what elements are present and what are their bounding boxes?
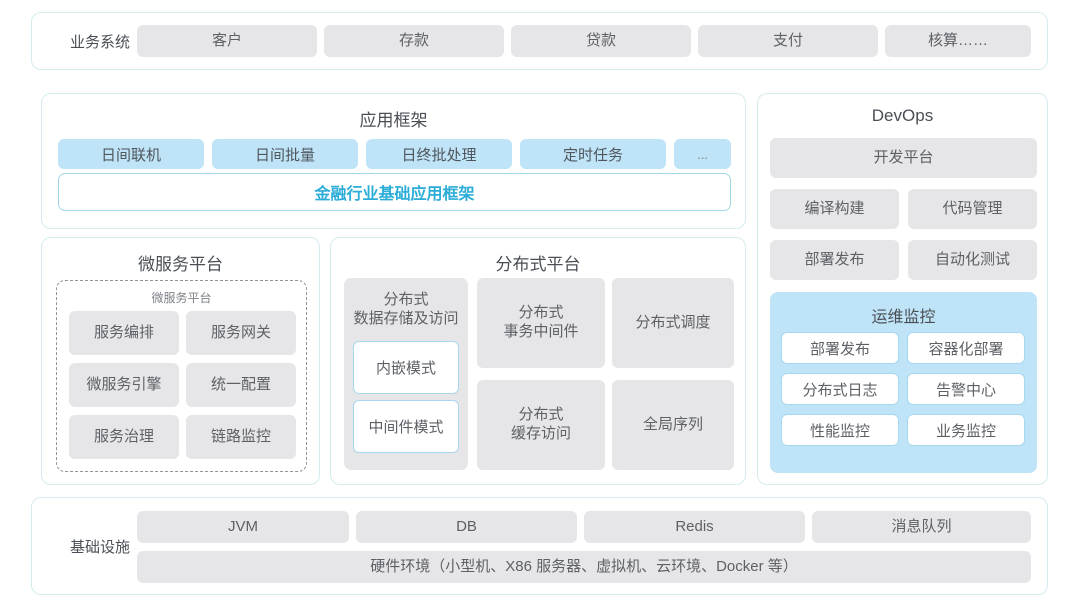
business-systems-panel: 业务系统 客户 存款 贷款 支付 核算…… xyxy=(31,12,1048,70)
microservice-platform-title: 微服务平台 xyxy=(138,255,223,274)
devops-chip-dev-platform[interactable]: 开发平台 xyxy=(770,138,1037,178)
devops-chip-automated-test[interactable]: 自动化测试 xyxy=(908,240,1037,280)
appfw-chip-more[interactable]: ... xyxy=(674,139,731,169)
devops-chip-deploy-release[interactable]: 部署发布 xyxy=(770,240,899,280)
infra-chip-message-queue[interactable]: 消息队列 xyxy=(812,511,1031,543)
distributed-mode-middleware[interactable]: 中间件模式 xyxy=(353,400,459,453)
business-chip-payment[interactable]: 支付 xyxy=(698,25,878,57)
microservice-chip-trace-monitor[interactable]: 链路监控 xyxy=(186,415,296,459)
infra-chip-jvm[interactable]: JVM xyxy=(137,511,349,543)
distributed-mode-embedded[interactable]: 内嵌模式 xyxy=(353,341,459,394)
ops-monitoring-group: 运维监控 部署发布 容器化部署 分布式日志 告警中心 性能监控 业务监控 xyxy=(770,292,1037,473)
devops-title: DevOps xyxy=(871,106,934,125)
appfw-chip-scheduled-task[interactable]: 定时任务 xyxy=(520,139,666,169)
application-framework-panel: 应用框架 日间联机 日间批量 日终批处理 定时任务 ... 金融行业基础应用框架 xyxy=(41,93,746,229)
distributed-card-scheduling[interactable]: 分布式调度 xyxy=(612,278,734,368)
application-framework-title: 应用框架 xyxy=(359,111,428,130)
business-chip-accounting[interactable]: 核算…… xyxy=(885,25,1031,57)
financial-base-framework-banner[interactable]: 金融行业基础应用框架 xyxy=(58,173,731,211)
appfw-chip-daytime-online[interactable]: 日间联机 xyxy=(58,139,204,169)
distributed-card-transaction-middleware[interactable]: 分布式 事务中间件 xyxy=(477,278,605,368)
business-systems-label: 业务系统 xyxy=(69,33,130,51)
ops-chip-distributed-log[interactable]: 分布式日志 xyxy=(781,373,899,405)
microservice-platform-panel: 微服务平台 微服务平台 服务编排 服务网关 微服务引擎 统一配置 服务治理 链路… xyxy=(41,237,320,485)
infrastructure-label: 基础设施 xyxy=(69,538,130,556)
devops-chip-compile-build[interactable]: 编译构建 xyxy=(770,189,899,229)
ops-chip-deploy-release[interactable]: 部署发布 xyxy=(781,332,899,364)
appfw-chip-daytime-batch[interactable]: 日间批量 xyxy=(212,139,358,169)
ops-monitoring-title: 运维监控 xyxy=(871,309,936,326)
appfw-chip-eod-batch[interactable]: 日终批处理 xyxy=(366,139,512,169)
business-chip-loan[interactable]: 贷款 xyxy=(511,25,691,57)
distributed-platform-title: 分布式平台 xyxy=(495,255,581,274)
business-chip-deposit[interactable]: 存款 xyxy=(324,25,504,57)
infra-chip-db[interactable]: DB xyxy=(356,511,577,543)
microservice-chip-gateway[interactable]: 服务网关 xyxy=(186,311,296,355)
microservice-chip-unified-config[interactable]: 统一配置 xyxy=(186,363,296,407)
infrastructure-panel: 基础设施 JVM DB Redis 消息队列 硬件环境（小型机、X86 服务器、… xyxy=(31,497,1048,595)
distributed-storage-title: 分布式 数据存储及访问 xyxy=(353,291,459,327)
ops-chip-performance-monitor[interactable]: 性能监控 xyxy=(781,414,899,446)
ops-chip-containerized-deploy[interactable]: 容器化部署 xyxy=(907,332,1025,364)
ops-chip-business-monitor[interactable]: 业务监控 xyxy=(907,414,1025,446)
devops-chip-code-management[interactable]: 代码管理 xyxy=(908,189,1037,229)
infra-chip-redis[interactable]: Redis xyxy=(584,511,805,543)
business-chip-customer[interactable]: 客户 xyxy=(137,25,317,57)
distributed-platform-panel: 分布式平台 分布式 数据存储及访问 内嵌模式 中间件模式 分布式 事务中间件 分… xyxy=(330,237,746,485)
ops-chip-alert-center[interactable]: 告警中心 xyxy=(907,373,1025,405)
microservice-inner-group: 微服务平台 服务编排 服务网关 微服务引擎 统一配置 服务治理 链路监控 xyxy=(56,280,307,472)
devops-panel: DevOps 开发平台 编译构建 代码管理 部署发布 自动化测试 运维监控 部署… xyxy=(757,93,1048,485)
microservice-chip-orchestration[interactable]: 服务编排 xyxy=(69,311,179,355)
distributed-storage-card[interactable]: 分布式 数据存储及访问 内嵌模式 中间件模式 xyxy=(344,278,468,470)
distributed-card-global-sequence[interactable]: 全局序列 xyxy=(612,380,734,470)
infra-chip-hardware-environment[interactable]: 硬件环境（小型机、X86 服务器、虚拟机、云环境、Docker 等） xyxy=(137,551,1031,583)
distributed-card-cache-access[interactable]: 分布式 缓存访问 xyxy=(477,380,605,470)
microservice-chip-engine[interactable]: 微服务引擎 xyxy=(69,363,179,407)
microservice-chip-governance[interactable]: 服务治理 xyxy=(69,415,179,459)
microservice-inner-title: 微服务平台 xyxy=(151,291,212,305)
